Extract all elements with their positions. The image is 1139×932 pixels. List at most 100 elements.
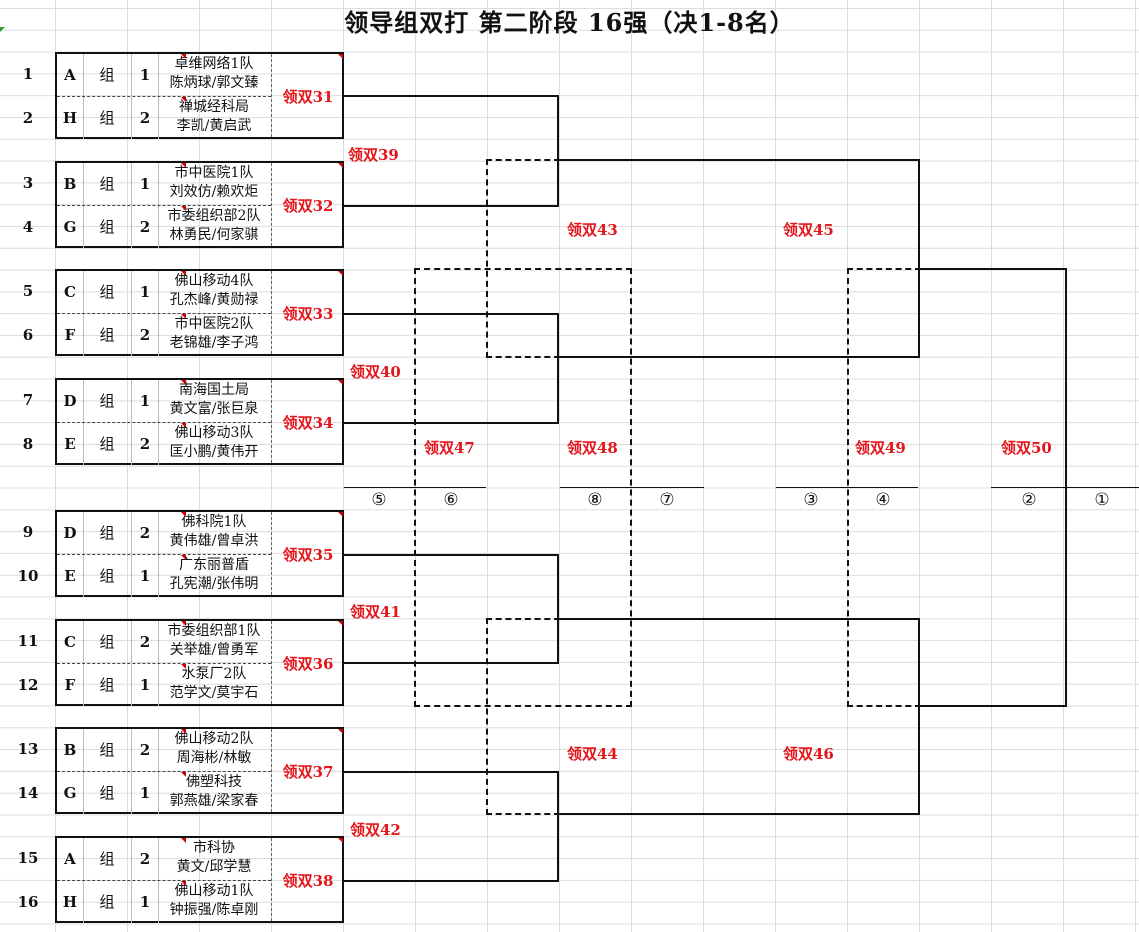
bracket-line: [344, 554, 559, 556]
comment-marker: [181, 423, 186, 428]
group-char: 组: [99, 850, 115, 868]
match-label-39: 领双39: [348, 146, 399, 164]
group-rank: 1: [131, 380, 159, 422]
team-info: 市中医院1队刘效仿/赖欢炬: [157, 164, 271, 202]
group-rank: 2: [131, 314, 159, 356]
team-name: 卓维网络1队: [174, 56, 254, 72]
match-label-47: 领双47: [424, 439, 475, 457]
player-names: 孔杰峰/黄勋禄: [169, 292, 259, 308]
group-rank: 1: [131, 163, 159, 205]
placement-line: [991, 487, 1139, 488]
match-label-41: 领双41: [350, 603, 401, 621]
player-names: 林勇民/何家骐: [169, 227, 259, 243]
group-letter: E: [57, 423, 84, 465]
team-info: 水泵厂2队范学文/莫宇石: [157, 665, 271, 703]
group-char: 组: [99, 392, 115, 410]
group-letter: C: [57, 271, 84, 313]
seed-number: 10: [17, 567, 39, 585]
group-letter: F: [57, 664, 84, 706]
comment-marker: [181, 881, 186, 886]
comment-marker: [338, 838, 343, 843]
group-letter: G: [57, 206, 84, 248]
match-label-48: 领双48: [567, 439, 618, 457]
seed-number: 6: [22, 326, 34, 344]
group-letter: D: [57, 380, 84, 422]
player-names: 黄文富/张巨泉: [169, 401, 259, 417]
comment-marker: [181, 206, 186, 211]
seed-number: 8: [22, 435, 34, 453]
group-char: 组: [99, 326, 115, 344]
comment-marker: [338, 271, 343, 276]
comment-marker: [181, 621, 186, 626]
team-info: 佛山移动3队匡小鹏/黄伟开: [157, 424, 271, 462]
seed-number: 3: [22, 174, 34, 192]
match-label: 领双34: [282, 414, 334, 432]
team-info: 市委组织部2队林勇民/何家骐: [157, 207, 271, 245]
group-letter: C: [57, 621, 84, 663]
group-char: 组: [99, 893, 115, 911]
placement-line: [344, 487, 486, 488]
match-label-43: 领双43: [567, 221, 618, 239]
team-name: 佛塑科技: [186, 774, 242, 790]
comment-marker: [181, 97, 186, 102]
group-letter: H: [57, 97, 84, 139]
group-letter: B: [57, 163, 84, 205]
group-letter: G: [57, 772, 84, 814]
team-name: 广东丽普盾: [179, 557, 249, 573]
group-char: 组: [99, 66, 115, 84]
match-cell: 领双34: [271, 380, 344, 463]
team-info: 广东丽普盾孔宪潮/张伟明: [157, 556, 271, 594]
placement-4: ④: [875, 490, 891, 510]
group-rank: 2: [131, 621, 159, 663]
match-label: 领双38: [282, 872, 334, 890]
match-cell: 领双33: [271, 271, 344, 354]
group-rank: 1: [131, 664, 159, 706]
team-name: 佛山移动4队: [174, 273, 254, 289]
team-name: 禅城经科局: [179, 99, 249, 115]
placement-line: [560, 487, 704, 488]
group-char: 组: [99, 567, 115, 585]
seed-number: 15: [17, 849, 39, 867]
team-name: 市中医院2队: [174, 316, 254, 332]
team-info: 佛塑科技郭燕雄/梁家春: [157, 773, 271, 811]
match-label: 领双35: [282, 546, 334, 564]
bracket-line: [557, 95, 559, 207]
team-info: 佛科院1队黄伟雄/曾卓洪: [157, 513, 271, 551]
seed-number: 11: [17, 632, 39, 650]
match-label-42: 领双42: [350, 821, 401, 839]
match-label-49: 领双49: [855, 439, 906, 457]
comment-marker: [181, 271, 186, 276]
group-char: 组: [99, 218, 115, 236]
match-label-40: 领双40: [350, 363, 401, 381]
comment-marker: [338, 163, 343, 168]
player-names: 陈炳球/郭文臻: [169, 75, 259, 91]
bracket-line: [918, 159, 920, 358]
team-name: 市中医院1队: [174, 165, 254, 181]
team-info: 南海国土局黄文富/张巨泉: [157, 381, 271, 419]
match-label: 领双31: [282, 88, 334, 106]
placement-7: ⑦: [659, 490, 675, 510]
sheet-corner-indicator: [0, 27, 5, 32]
comment-marker: [181, 512, 186, 517]
player-names: 匡小鹏/黄伟开: [169, 444, 259, 460]
comment-marker: [338, 380, 343, 385]
comment-marker: [181, 664, 186, 669]
group-char: 组: [99, 676, 115, 694]
placement-1: ①: [1094, 490, 1110, 510]
team-info: 市中医院2队老锦雄/李子鸿: [157, 315, 271, 353]
match-label: 领双32: [282, 197, 334, 215]
bracket-line: [918, 268, 1067, 270]
group-char: 组: [99, 524, 115, 542]
group-rank: 2: [131, 729, 159, 771]
